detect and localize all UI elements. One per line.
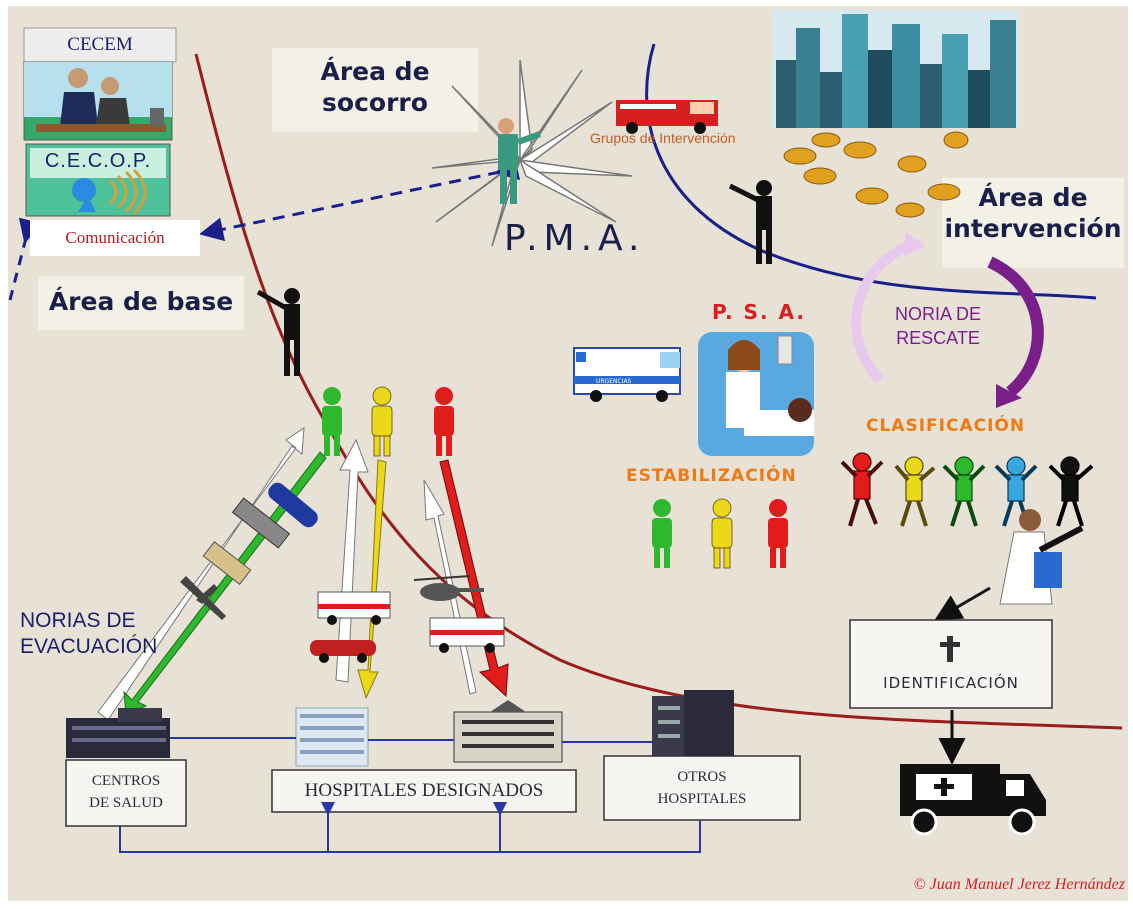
area-intervencion-line2: intervención	[944, 214, 1122, 244]
hearse-icon	[900, 764, 1046, 836]
hospitales-designados-label: HOSPITALES DESIGNADOS	[304, 780, 544, 801]
centros-box-frame	[65, 759, 187, 827]
plane-icon	[180, 576, 226, 620]
estabilizacion-label: ESTABILIZACIÓN	[626, 466, 797, 486]
communication-dashed-line	[199, 156, 521, 242]
otros-hospitales-label: OTROS HOSPITALES	[604, 766, 800, 810]
noria-evacuacion-line1: NORIAS DE	[20, 609, 136, 632]
area-base-box	[38, 276, 244, 330]
city-skyline-icon	[772, 10, 1018, 128]
cecem-label: CECEM	[67, 34, 133, 55]
cross-icon	[940, 636, 960, 662]
psa-label: P. S. A.	[712, 300, 806, 324]
police-officer-icon	[728, 180, 772, 264]
noria-rescate-label: NORIA DE RESCATE	[872, 302, 1004, 350]
speaker-icon	[72, 168, 147, 216]
area-socorro-line1: Área de	[320, 57, 430, 86]
stabilization-figures	[652, 498, 788, 569]
comunicacion-box	[30, 220, 200, 256]
triage-figures	[322, 386, 454, 457]
noria-evacuacion-label: NORIAS DE EVACUACIÓN	[20, 608, 157, 660]
noria-rescate-right-arrow	[987, 256, 1044, 397]
helicopter-icon	[413, 575, 484, 601]
comunicacion-label: Comunicación	[65, 228, 165, 247]
classification-figures	[840, 452, 1094, 527]
noria-rescate-left-arrow	[851, 239, 915, 384]
train-icon	[231, 497, 291, 549]
hospital-network-lines	[119, 737, 701, 853]
credit-label: © Juan Manuel Jerez Hernández	[913, 876, 1125, 893]
ambulance-icon	[429, 617, 505, 653]
bus-icon	[202, 541, 252, 585]
centros-de-salud-label: CENTROS DE SALUD	[66, 770, 186, 814]
base-area-boundary-curve	[194, 53, 1123, 730]
area-socorro-line2: socorro	[322, 88, 428, 118]
area-socorro-label: Área de socorro	[272, 56, 478, 119]
area-base-label: Área de base	[48, 287, 234, 316]
clasificacion-label: CLASIFICACIÓN	[866, 416, 1026, 436]
area-intervencion-label: Área de intervención	[942, 182, 1124, 245]
car-icon	[268, 482, 318, 528]
centros-line2: DE SALUD	[89, 795, 163, 811]
otros-line2: HOSPITALES	[657, 791, 747, 807]
hospital-building-icon	[66, 708, 170, 758]
otros-box-frame	[603, 755, 801, 821]
rescuer-icon	[498, 118, 542, 204]
cecem-header-box	[23, 27, 177, 63]
hospital-building-icon	[453, 700, 563, 763]
identificacion-box-frame	[849, 619, 1053, 709]
identificacion-label: IDENTIFICACIÓN	[883, 674, 1019, 692]
pma-label: P.M.A.	[504, 218, 646, 259]
noria-evacuacion-line2: EVACUACIÓN	[20, 635, 158, 658]
car-icon	[310, 640, 376, 663]
priest-icon	[999, 509, 1084, 605]
area-intervencion-line1: Área de	[978, 183, 1088, 212]
police-officer-icon	[256, 288, 300, 376]
ambulance-text: URGENCIAS	[596, 378, 632, 385]
fire-truck-icon	[616, 100, 718, 134]
phone-operators-icon	[36, 68, 166, 132]
otros-line1: OTROS	[677, 769, 727, 785]
hospital-building-icon	[652, 690, 734, 760]
hospital-building-icon	[295, 707, 369, 767]
victim-figures-icon	[783, 131, 969, 218]
to-identification-arrow	[934, 586, 991, 621]
cecop-label: C.E.C.O.P.	[44, 150, 152, 172]
area-intervencion-box	[942, 178, 1124, 268]
noria-rescate-line1: NORIA DE	[894, 304, 982, 324]
noria-rescate-line2: RESCATE	[896, 328, 980, 348]
ambulance-icon	[317, 591, 391, 625]
medic-icon	[698, 332, 814, 456]
ambulance-icon	[573, 347, 681, 402]
area-socorro-box	[272, 48, 478, 132]
grupos-label: Grupos de Intervención	[590, 130, 736, 146]
centros-line1: CENTROS	[91, 773, 161, 789]
